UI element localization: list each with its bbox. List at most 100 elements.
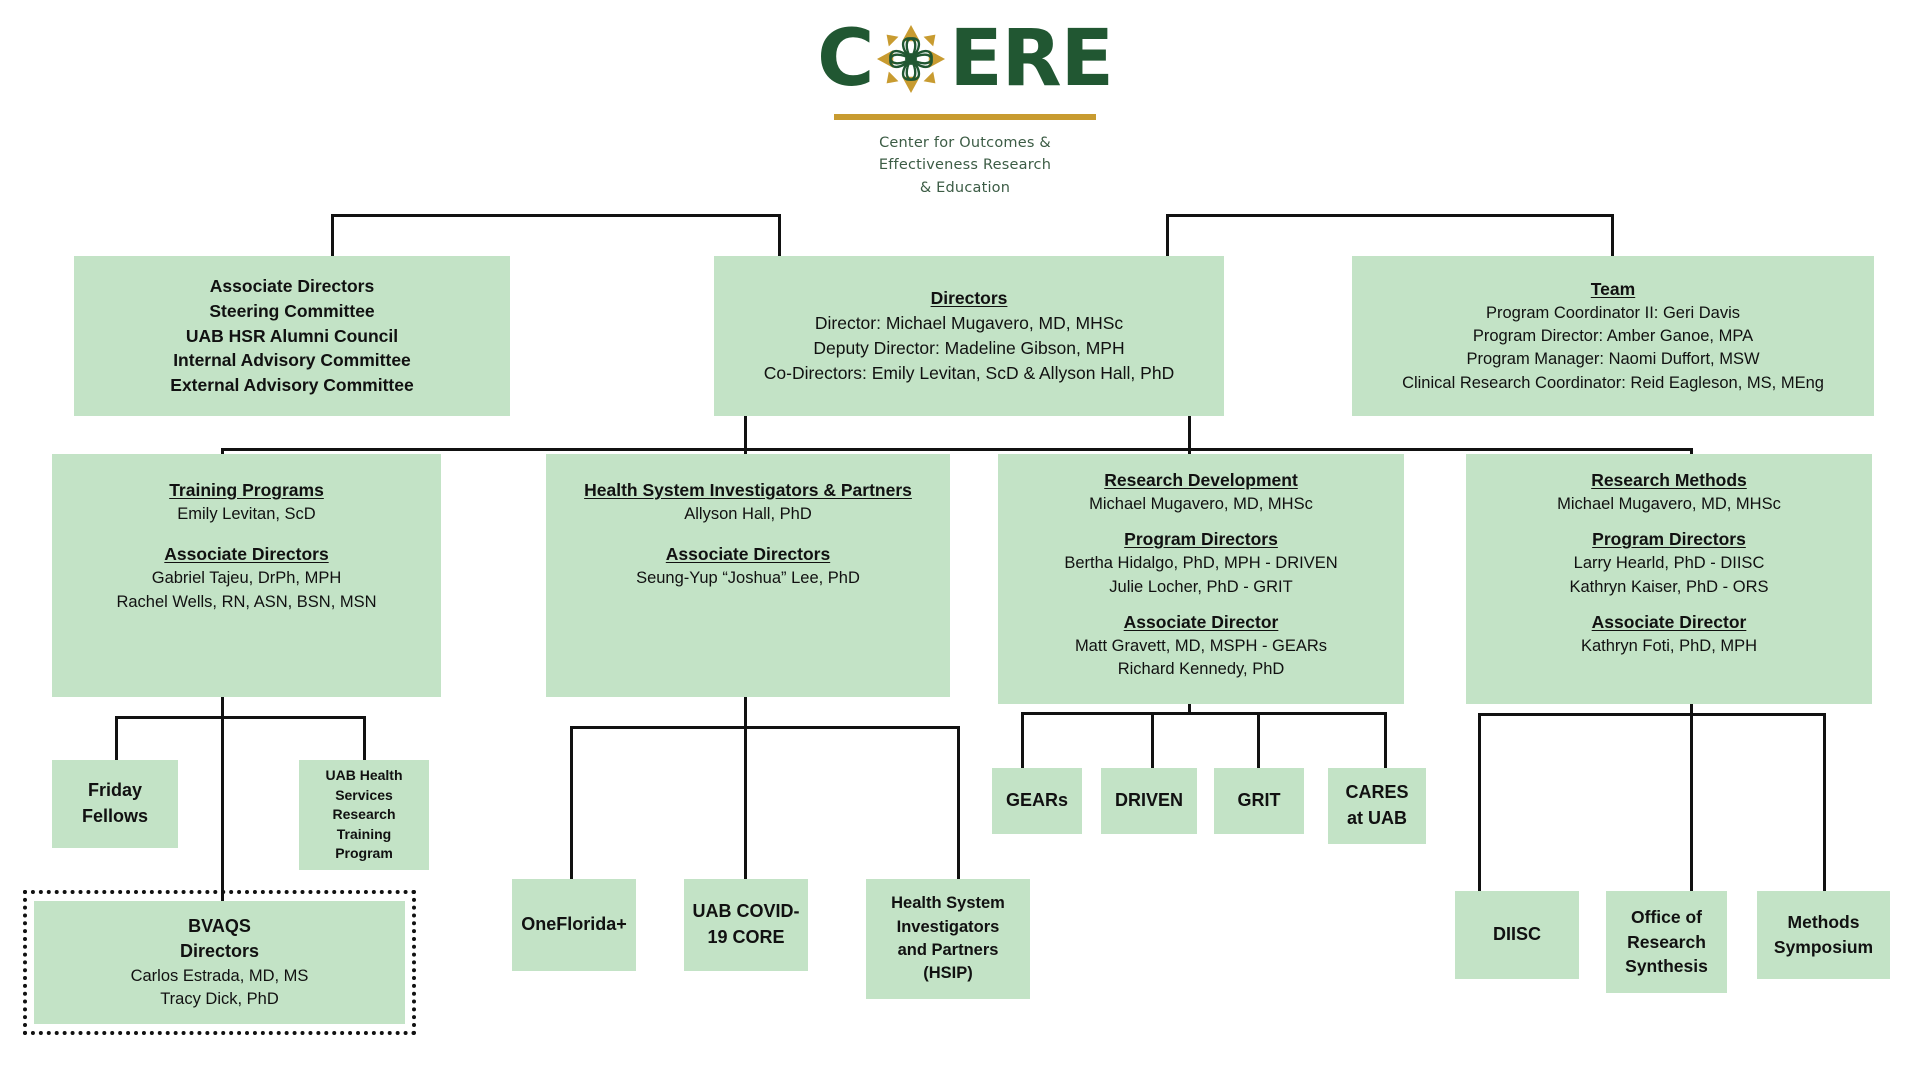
directors-line-2: Deputy Director: Madeline Gibson, MPH	[813, 338, 1125, 358]
node-office-of-research-synthesis[interactable]: Office of Research Synthesis	[1606, 891, 1727, 993]
bvaqs-line-2: Tracy Dick, PhD	[160, 990, 279, 1009]
research-development-sub-line-2: Julie Locher, PhD - GRIT	[1109, 577, 1293, 596]
methods-symposium-line-2: Symposium	[1773, 937, 1874, 957]
logo-tagline-line-1: Center for Outcomes &	[879, 135, 1051, 151]
node-uab-covid-19-core[interactable]: UAB COVID- 19 CORE	[684, 879, 808, 971]
connector-top-left-down-committees	[331, 214, 334, 258]
node-diisc[interactable]: DIISC	[1455, 891, 1579, 979]
committees-line-1: Associate Directors	[209, 275, 375, 296]
connector-health-bus	[570, 726, 960, 729]
hsip-line-1: Health System	[891, 894, 1005, 913]
connector-top-left-horizontal	[331, 214, 781, 217]
research-development-sub2-line-1: Matt Gravett, MD, MSPH - GEARs	[1074, 636, 1328, 655]
core-logo: C	[817, 14, 1114, 199]
training-programs-sub-line-1: Gabriel Tajeu, DrPh, MPH	[151, 569, 342, 588]
uab-hsrtp-line-4: Training	[336, 825, 392, 842]
node-hsip[interactable]: Health System Investigators and Partners…	[866, 879, 1030, 999]
research-methods-sub-line-1: Larry Hearld, PhD - DIISC	[1573, 554, 1765, 573]
connector-training-bus	[115, 716, 366, 719]
research-methods-sub-line-2: Kathryn Kaiser, PhD - ORS	[1569, 577, 1769, 596]
driven-line-1: DRIVEN	[1114, 790, 1183, 811]
ors-line-2: Research	[1627, 931, 1706, 952]
connector-researchdev-drop-grit	[1257, 712, 1260, 768]
training-programs-lead: Emily Levitan, ScD	[177, 504, 316, 523]
research-methods-sub2-line-1: Kathryn Foti, PhD, MPH	[1580, 636, 1758, 655]
research-methods-sub-title: Program Directors	[1592, 529, 1746, 550]
node-research-methods[interactable]: Research Methods Michael Mugavero, MD, M…	[1466, 454, 1872, 704]
connector-health-drop-uab-covid	[744, 726, 747, 879]
gears-line-1: GEARs	[1005, 790, 1068, 811]
node-uab-hsr-training-program[interactable]: UAB Health Services Research Training Pr…	[299, 760, 429, 870]
health-system-lead: Allyson Hall, PhD	[684, 504, 812, 523]
node-directors[interactable]: Directors Director: Michael Mugavero, MD…	[714, 256, 1224, 416]
team-line-3: Program Manager: Naomi Duffort, MSW	[1466, 350, 1760, 369]
node-onefloridaplus[interactable]: OneFlorida+	[512, 879, 636, 971]
connector-researchmethods-drop-ors	[1690, 713, 1693, 891]
node-committees[interactable]: Associate Directors Steering Committee U…	[74, 256, 510, 416]
hsip-line-2: Investigators	[896, 917, 1000, 936]
uab-hsrtp-line-3: Research	[332, 806, 396, 823]
uab-hsrtp-line-1: UAB Health	[325, 767, 403, 784]
logo-tagline-line-3: & Education	[919, 179, 1011, 196]
research-methods-title: Research Methods	[1591, 470, 1747, 490]
committees-line-5: External Advisory Committee	[170, 375, 414, 396]
hsip-line-3: and Partners	[897, 941, 999, 959]
connector-directors-down-right	[1188, 416, 1191, 450]
node-research-development[interactable]: Research Development Michael Mugavero, M…	[998, 454, 1404, 704]
node-friday-fellows[interactable]: Friday Fellows	[52, 760, 178, 848]
directors-line-1: Director: Michael Mugavero, MD, MHSc	[814, 313, 1124, 334]
connector-training-center-stem	[221, 697, 224, 910]
connector-training-drop-friday	[115, 716, 118, 760]
connector-researchdev-bus	[1021, 712, 1387, 715]
bvaqs-subtitle: Directors	[179, 941, 260, 962]
connector-researchdev-drop-gears	[1021, 712, 1024, 768]
node-bvaqs[interactable]: BVAQS Directors Carlos Estrada, MD, MS T…	[23, 890, 416, 1035]
training-programs-title: Training Programs	[169, 480, 324, 500]
uab-covid-line-1: UAB COVID-	[692, 901, 800, 922]
logo-divider-rule	[834, 114, 1096, 120]
connector-top-left-down-directors	[778, 214, 781, 258]
directors-line-3: Co-Directors: Emily Levitan, ScD & Allys…	[763, 362, 1175, 383]
connector-top-right-down-team	[1611, 214, 1614, 258]
training-programs-sub-title: Associate Directors	[164, 544, 329, 565]
methods-symposium-line-1: Methods	[1787, 912, 1860, 933]
research-development-sub-title: Program Directors	[1124, 529, 1278, 550]
research-methods-lead: Michael Mugavero, MD, MHSc	[1557, 494, 1781, 513]
logo-tagline: Center for Outcomes & Effectiveness Rese…	[820, 132, 1110, 199]
node-training-programs[interactable]: Training Programs Emily Levitan, ScD Ass…	[52, 454, 441, 697]
node-methods-symposium[interactable]: Methods Symposium	[1757, 891, 1890, 979]
friday-fellows-line-1: Friday	[87, 780, 143, 801]
committees-line-2: Steering Committee	[209, 300, 375, 321]
ors-line-3: Synthesis	[1625, 956, 1708, 977]
connector-researchdev-stem	[1188, 704, 1191, 714]
health-system-sub-title: Associate Directors	[665, 544, 831, 565]
team-line-4: Clinical Research Coordinator: Reid Eagl…	[1402, 373, 1824, 392]
connector-researchmethods-drop-diisc	[1478, 713, 1481, 891]
node-gears[interactable]: GEARs	[992, 768, 1082, 834]
node-cares-at-uab[interactable]: CARES at UAB	[1328, 768, 1426, 844]
connector-researchdev-drop-cares	[1384, 712, 1387, 768]
node-health-system[interactable]: Health System Investigators & Partners A…	[546, 454, 950, 697]
team-line-2: Program Director: Amber Ganoe, MPA	[1472, 327, 1754, 345]
connector-top-right-down-directors	[1166, 214, 1169, 258]
logo-letters-ere: ERE	[949, 14, 1114, 104]
health-system-sub-line-1: Seung-Yup “Joshua” Lee, PhD	[636, 569, 860, 588]
research-development-title: Research Development	[1104, 470, 1298, 490]
grit-line-1: GRIT	[1237, 790, 1281, 811]
node-grit[interactable]: GRIT	[1214, 768, 1304, 834]
node-driven[interactable]: DRIVEN	[1101, 768, 1197, 834]
connector-tier2-bus	[221, 448, 1693, 451]
connector-researchdev-drop-driven	[1151, 712, 1154, 768]
bvaqs-line-1: Carlos Estrada, MD, MS	[130, 966, 309, 985]
cares-line-1: CARES	[1345, 782, 1409, 803]
logo-tagline-line-2: Effectiveness Research	[878, 157, 1052, 174]
connector-training-drop-hsrtp	[363, 716, 366, 760]
node-team[interactable]: Team Program Coordinator II: Geri Davis …	[1352, 256, 1874, 416]
research-methods-sub-title-2: Associate Director	[1591, 611, 1747, 632]
diisc-line-1: DIISC	[1492, 924, 1541, 945]
connector-researchmethods-stem	[1690, 704, 1693, 715]
uab-hsrtp-line-5: Program	[335, 845, 393, 862]
core-knot-emblem-icon	[874, 22, 948, 96]
research-development-sub-line-1: Bertha Hidalgo, PhD, MPH - DRIVEN	[1064, 554, 1338, 573]
team-title: Team	[1590, 278, 1636, 299]
